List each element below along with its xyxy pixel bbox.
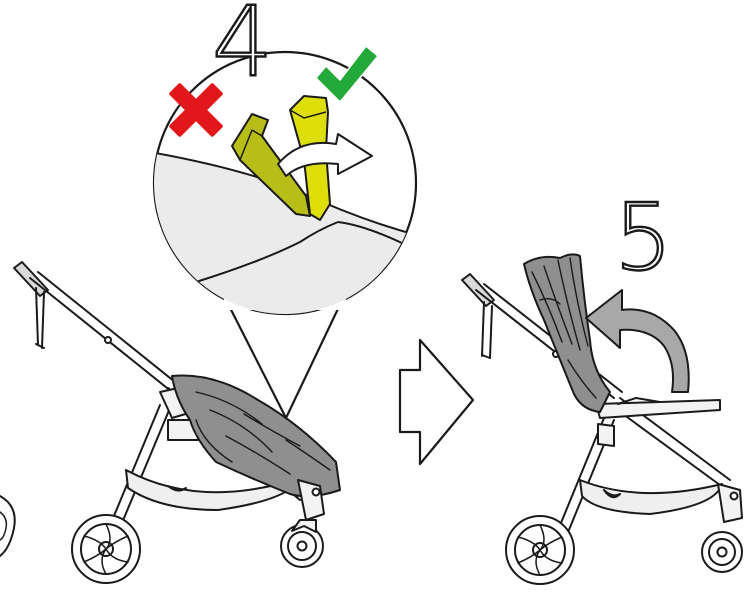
step-number-5: 5 [614, 192, 673, 284]
outline-right-arrow-icon [400, 340, 473, 464]
step-number-4: 4 [212, 0, 273, 90]
stroller-unfolded [462, 254, 742, 584]
